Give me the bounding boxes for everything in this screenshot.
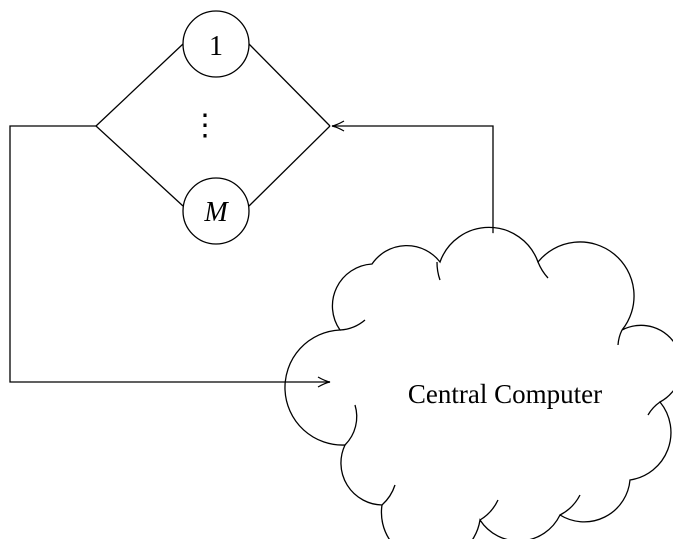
vertical-ellipsis: ⋮ xyxy=(190,109,220,142)
edge-node-1-to-right xyxy=(248,43,331,127)
cloud-inner-arcs xyxy=(339,261,661,521)
node-m: M xyxy=(182,177,250,245)
edge-node-m-to-right xyxy=(248,125,331,207)
cloud-central-computer xyxy=(284,226,673,544)
cloud-fill xyxy=(322,233,668,538)
arrow-to-central-computer xyxy=(9,125,331,388)
arrow-from-central-computer xyxy=(331,120,494,238)
node-m-label: M xyxy=(203,197,229,228)
cloud-outline xyxy=(284,226,673,544)
central-computer-label: Central Computer xyxy=(408,379,602,409)
edge-left-to-node-1 xyxy=(95,43,184,127)
node-1-circle xyxy=(182,10,250,78)
node-1: 1 xyxy=(182,10,250,78)
edge-left-to-node-m xyxy=(95,125,184,207)
node-1-label: 1 xyxy=(209,31,223,62)
node-m-circle xyxy=(182,177,250,245)
